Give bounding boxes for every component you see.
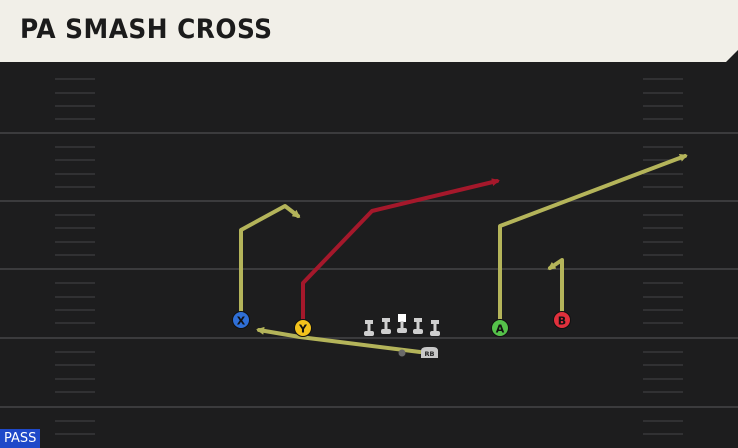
receiver-Y[interactable]: Y [294, 319, 312, 337]
receiver-label-y: Y [298, 323, 308, 336]
rb-label: RB [425, 350, 435, 358]
receiver-label-x: X [237, 315, 246, 328]
qb-dot [398, 349, 406, 357]
blocker-icon [413, 318, 423, 334]
running-back[interactable]: RB [421, 347, 438, 358]
blocker-icon [381, 318, 391, 334]
hash-marks [55, 78, 683, 435]
route-y[interactable] [301, 178, 500, 328]
center-icon [397, 314, 407, 333]
play-type-badge: PASS [0, 429, 41, 448]
blocker-icon [430, 320, 440, 336]
title-bar: PA SMASH CROSS [0, 0, 738, 62]
route-a[interactable] [498, 154, 688, 328]
receiver-label-b: B [558, 315, 566, 328]
receiver-A[interactable]: A [491, 319, 509, 337]
route-x[interactable] [239, 204, 301, 320]
blocker-icon [364, 320, 374, 336]
play-title: PA SMASH CROSS [20, 14, 273, 45]
yard-lines [0, 132, 738, 408]
route-b[interactable] [547, 258, 564, 320]
offensive-line [364, 314, 440, 357]
receiver-X[interactable]: X [232, 311, 250, 329]
routes [239, 154, 688, 354]
receiver-label-a: A [496, 323, 505, 336]
route-rb[interactable] [256, 326, 422, 354]
receiver-B[interactable]: B [553, 311, 571, 329]
field-surface [0, 62, 738, 448]
